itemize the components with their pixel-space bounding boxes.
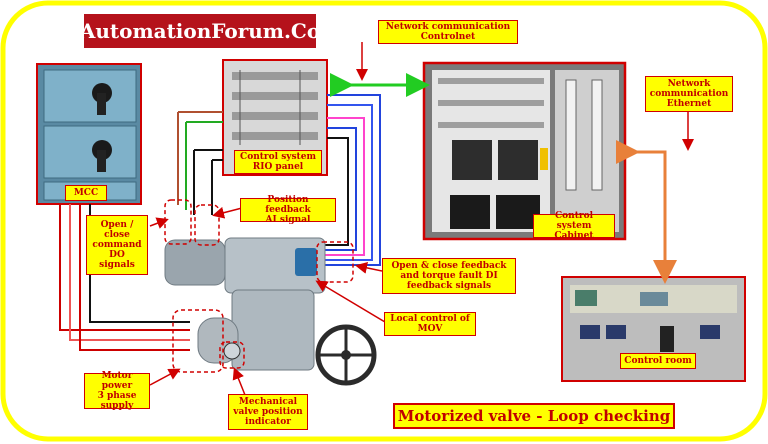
label-position-feedback: Position feedback AI signal: [240, 195, 336, 225]
label-network-controlnet: Network communication Controlnet: [378, 20, 518, 44]
label-local-control: Local control of MOV: [384, 312, 476, 336]
brand-logo: AutomationForum.Co: [80, 14, 320, 48]
ethernet-link: [616, 140, 677, 284]
label-open-close-command: Open / close command DO signals: [86, 215, 148, 275]
control-cabinet: [422, 61, 627, 241]
label-mechanical-indicator: Mechanical valve position indicator: [228, 394, 308, 430]
label-control-room: Control room: [620, 353, 696, 369]
label-mcc: MCC: [65, 185, 107, 201]
label-control-cabinet: Control system Cabinet: [533, 211, 615, 241]
pointer-arrows: [149, 42, 694, 396]
highlight-boxes: [164, 199, 354, 373]
label-network-ethernet: Network communication Ethernet: [645, 76, 733, 112]
label-di-feedback: Open & close feedback and torque fault D…: [382, 258, 516, 294]
mcc-panel: [36, 63, 142, 205]
signal-wires: [59, 94, 381, 351]
label-motor-power: Motor power 3 phase supply: [84, 371, 150, 411]
motor-actuator: [164, 237, 377, 386]
label-rio-panel: Control system RIO panel: [234, 150, 322, 174]
diagram-title: Motorized valve - Loop checking: [393, 403, 675, 429]
